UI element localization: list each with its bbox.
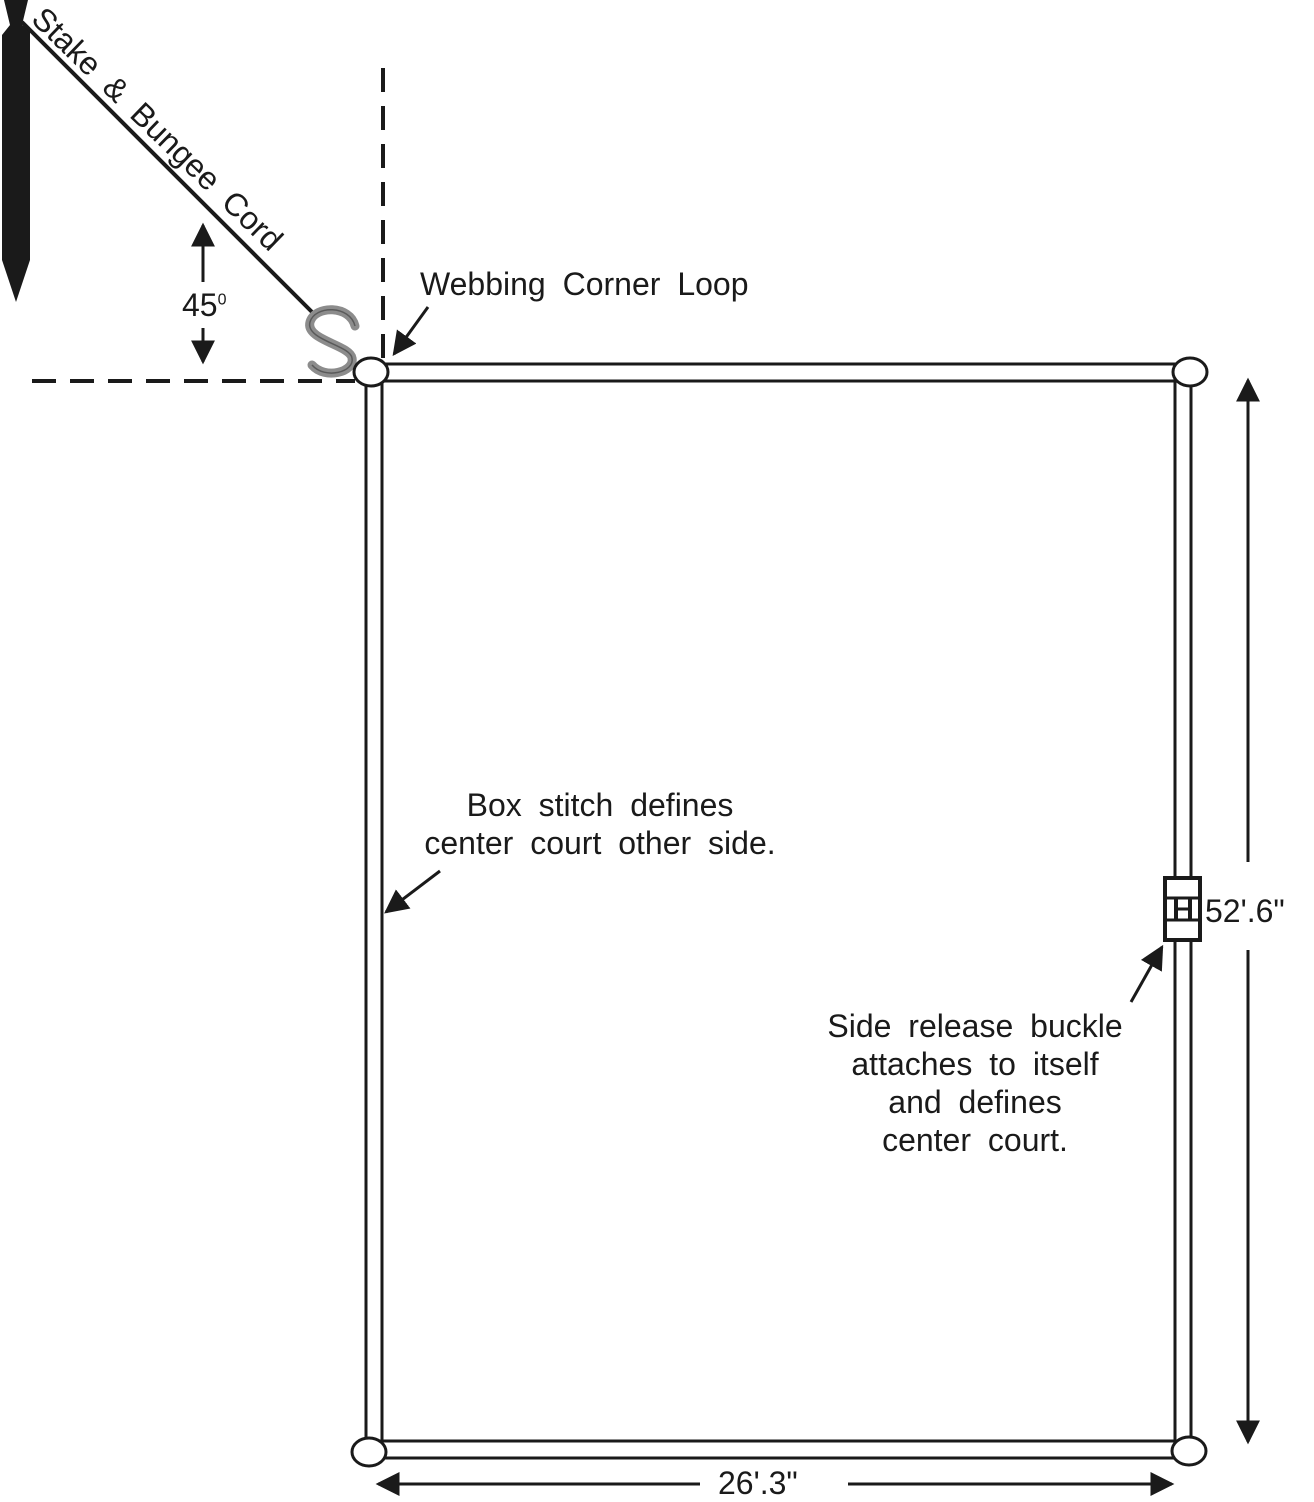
buckle-line2: attaches to itself bbox=[851, 1046, 1099, 1082]
buckle-line1: Side release buckle bbox=[827, 1008, 1123, 1044]
buckle-line4: center court. bbox=[882, 1122, 1068, 1158]
corner-loop-top-left bbox=[352, 356, 390, 388]
width-dimension-label: 26'.3" bbox=[718, 1465, 798, 1501]
box-stitch-pointer bbox=[384, 869, 441, 914]
angle-degree-sup: 0 bbox=[217, 291, 227, 309]
corner-loop-top-right bbox=[1171, 356, 1209, 388]
corner-loop-bottom-right bbox=[1170, 1435, 1208, 1467]
buckle-pointer bbox=[1129, 944, 1164, 1003]
length-dimension-label: 52'.6" bbox=[1205, 893, 1285, 929]
box-stitch-label: Box stitch defines center court other si… bbox=[380, 786, 820, 862]
corner-loop-pointer bbox=[392, 306, 430, 356]
angle-value: 45 bbox=[182, 287, 218, 323]
stake-icon bbox=[2, 0, 30, 302]
corner-loop-label: Webbing Corner Loop bbox=[420, 266, 749, 302]
angle-label: 450 bbox=[182, 286, 227, 324]
buckle-label: Side release buckle attaches to itself a… bbox=[785, 1007, 1165, 1159]
corner-loop-bottom-left bbox=[350, 1436, 388, 1468]
box-stitch-line2: center court other side. bbox=[424, 825, 776, 861]
box-stitch-line1: Box stitch defines bbox=[466, 787, 734, 823]
side-release-buckle-icon bbox=[1163, 876, 1202, 942]
court-boundary bbox=[364, 362, 1193, 1460]
s-hook-icon bbox=[305, 305, 360, 378]
bungee-cord-line bbox=[20, 20, 314, 314]
buckle-line3: and defines bbox=[888, 1084, 1062, 1120]
